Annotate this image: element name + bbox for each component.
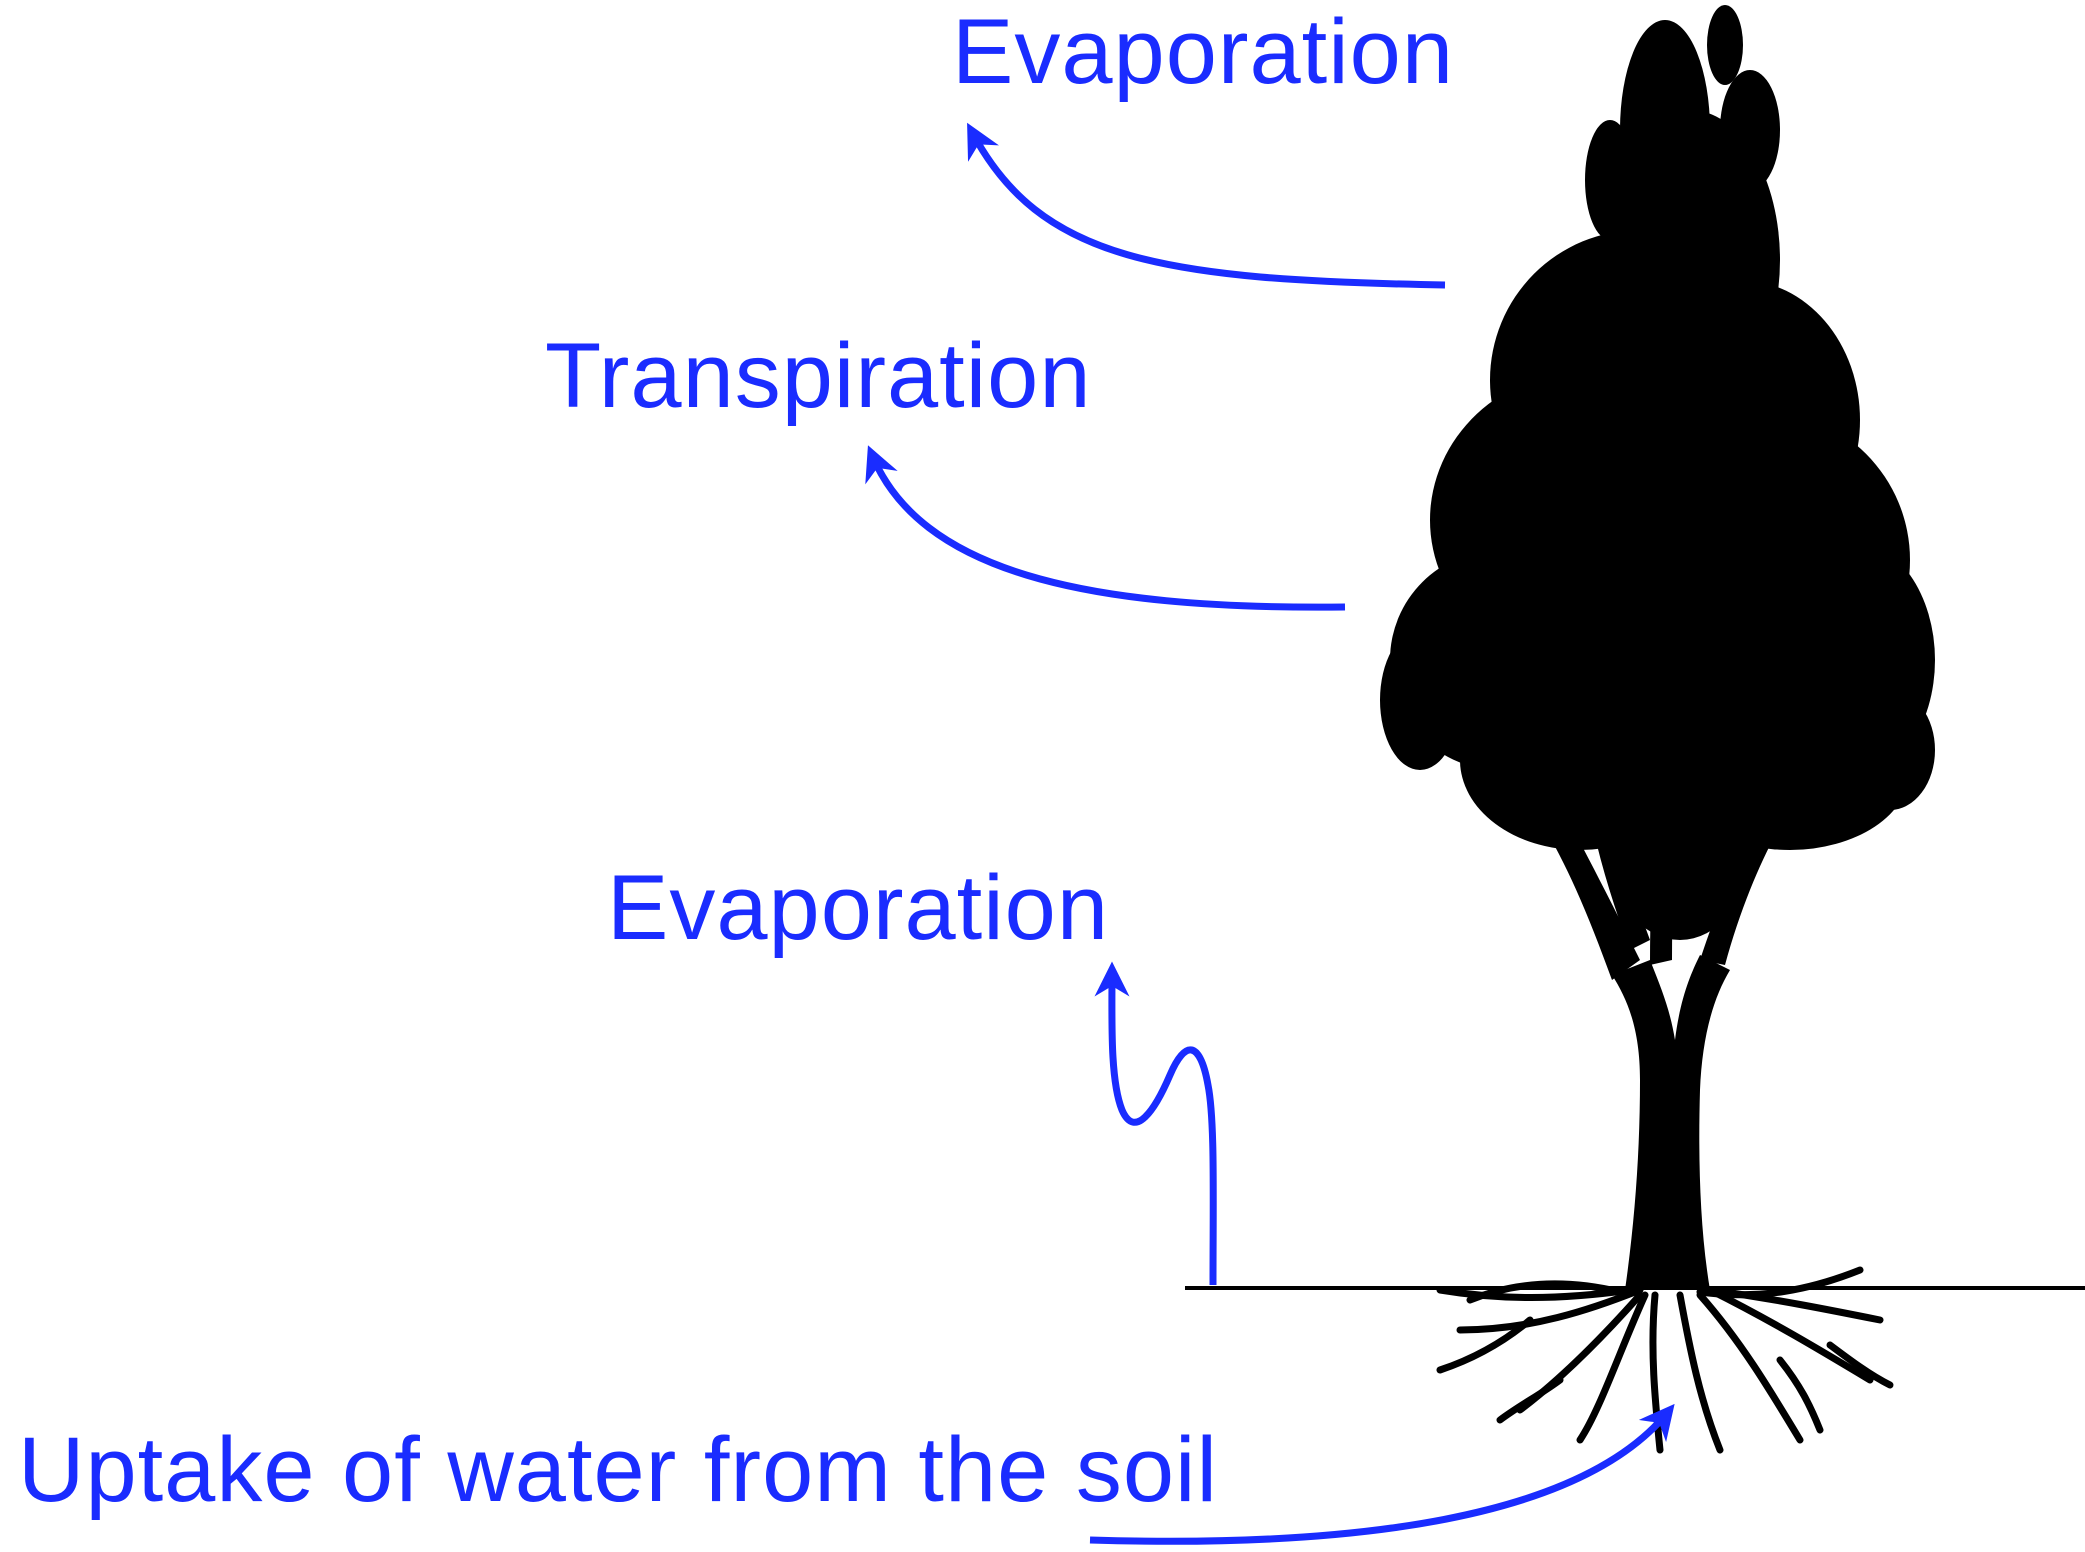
label-uptake: Uptake of water from the soil <box>18 1424 1218 1516</box>
roots-icon <box>1440 1270 1890 1450</box>
label-transpiration: Transpiration <box>545 330 1092 422</box>
label-evaporation-soil: Evaporation <box>607 862 1109 954</box>
arrow-evaporation-canopy <box>972 132 1445 285</box>
arrow-evaporation-soil <box>1112 972 1213 1285</box>
label-evaporation-canopy: Evaporation <box>952 6 1454 98</box>
arrow-transpiration <box>872 455 1345 607</box>
tree-silhouette-icon <box>1380 5 1935 1290</box>
